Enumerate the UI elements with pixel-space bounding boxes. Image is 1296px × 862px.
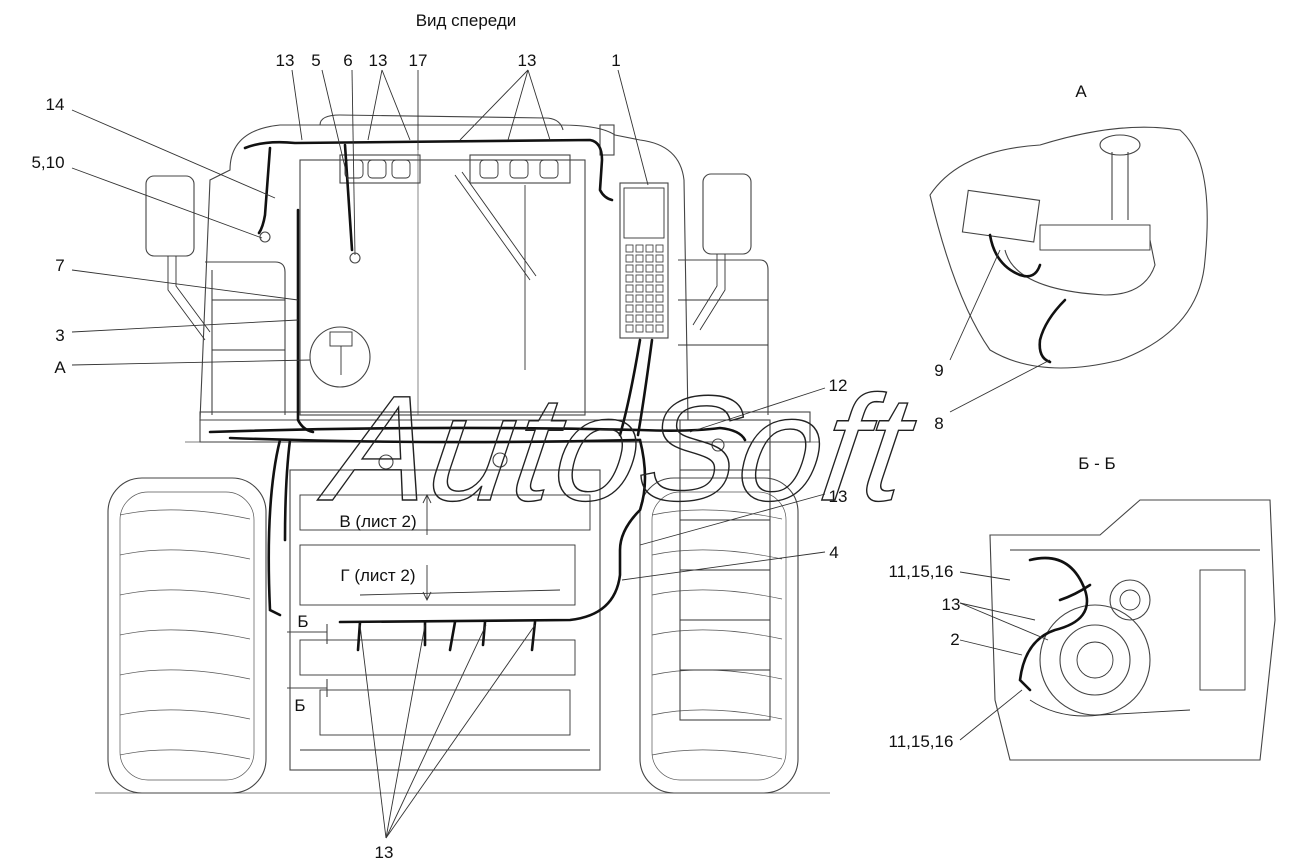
fuse-slot bbox=[645, 244, 654, 253]
fuse-slot bbox=[655, 254, 664, 263]
callout-13-d: 13 bbox=[829, 487, 848, 506]
sheet-ref-arrows bbox=[359, 493, 561, 602]
callout-13-bottom: 13 bbox=[375, 843, 394, 862]
fuse-slot bbox=[655, 264, 664, 273]
callout-9: 9 bbox=[934, 361, 943, 380]
detail-a-drawing bbox=[929, 126, 1208, 369]
right-mirror bbox=[692, 173, 752, 331]
fuse-slot bbox=[645, 254, 654, 263]
callout-2: 2 bbox=[950, 630, 959, 649]
lower-frame bbox=[289, 469, 601, 771]
fuse-slot bbox=[655, 324, 664, 333]
callout-13-b: 13 bbox=[369, 51, 388, 70]
callout-11-15-16-top: 11,15,16 bbox=[889, 562, 954, 581]
right-tyre bbox=[639, 477, 799, 794]
left-railing bbox=[205, 261, 286, 415]
callout-4: 4 bbox=[829, 543, 838, 562]
wiring-harness bbox=[208, 138, 747, 652]
fuse-slot bbox=[625, 304, 634, 313]
watermark-logo: AutoSoft bbox=[312, 365, 925, 532]
fuse-slot bbox=[645, 294, 654, 303]
fuse-slot bbox=[635, 304, 644, 313]
section-bb-drawing bbox=[989, 499, 1276, 761]
fuse-slot bbox=[645, 274, 654, 283]
callout-13-c: 13 bbox=[518, 51, 537, 70]
fuse-slot bbox=[625, 284, 634, 293]
detail-a-circle bbox=[309, 326, 371, 388]
fuse-slot bbox=[635, 244, 644, 253]
front-view-drawing bbox=[95, 114, 830, 794]
fuse-slot bbox=[625, 314, 634, 323]
section-mark-b-upper: Б bbox=[297, 612, 308, 631]
section-mark-bb bbox=[287, 624, 328, 697]
section-mark-b-lower: Б bbox=[294, 696, 305, 715]
callout-3: 3 bbox=[55, 326, 64, 345]
fuse-slot bbox=[645, 314, 654, 323]
fuse-slot bbox=[635, 314, 644, 323]
cab bbox=[199, 114, 689, 421]
fuse-slot bbox=[635, 294, 644, 303]
fuse-slot bbox=[645, 324, 654, 333]
leader-lines bbox=[71, 69, 1051, 839]
fuse-slot bbox=[625, 294, 634, 303]
fuse-slot bbox=[655, 274, 664, 283]
front-view-title: Вид спереди bbox=[416, 11, 517, 30]
section-bb-title: Б - Б bbox=[1078, 454, 1115, 473]
callout-12: 12 bbox=[829, 376, 848, 395]
fuse-slot bbox=[625, 254, 634, 263]
fuse-slot bbox=[635, 264, 644, 273]
fuse-slot bbox=[655, 294, 664, 303]
callout-8: 8 bbox=[934, 414, 943, 433]
callout-14: 14 bbox=[46, 95, 65, 114]
fuse-slot bbox=[625, 264, 634, 273]
view-a-title: А bbox=[1075, 82, 1087, 101]
fuse-slot bbox=[655, 284, 664, 293]
sheet-ref-v: В (лист 2) bbox=[339, 512, 416, 531]
fuse-slot bbox=[655, 314, 664, 323]
fuse-slot bbox=[635, 274, 644, 283]
fuse-slot bbox=[645, 284, 654, 293]
callout-11-15-16-bottom: 11,15,16 bbox=[889, 732, 954, 751]
callout-6: 6 bbox=[343, 51, 352, 70]
callout-13-a: 13 bbox=[276, 51, 295, 70]
left-tyre bbox=[107, 477, 267, 794]
fuse-box bbox=[619, 182, 669, 339]
callout-5: 5 bbox=[311, 51, 320, 70]
fuse-slot bbox=[625, 244, 634, 253]
callout-5-10: 5,10 bbox=[31, 153, 64, 172]
left-mirror bbox=[145, 175, 211, 341]
fuse-slot bbox=[645, 264, 654, 273]
fuse-slot bbox=[625, 274, 634, 283]
callout-1: 1 bbox=[611, 51, 620, 70]
callout-A: А bbox=[54, 358, 66, 377]
callout-7: 7 bbox=[55, 256, 64, 275]
fuse-slot bbox=[635, 324, 644, 333]
fuse-slot bbox=[655, 244, 664, 253]
fuse-slot bbox=[645, 304, 654, 313]
fuse-slot bbox=[635, 254, 644, 263]
fuse-slot bbox=[625, 324, 634, 333]
fuse-slot bbox=[655, 304, 664, 313]
sheet-ref-g: Г (лист 2) bbox=[340, 566, 415, 585]
fuse-slot bbox=[635, 284, 644, 293]
callout-13-bb: 13 bbox=[942, 595, 961, 614]
callout-17: 17 bbox=[409, 51, 428, 70]
